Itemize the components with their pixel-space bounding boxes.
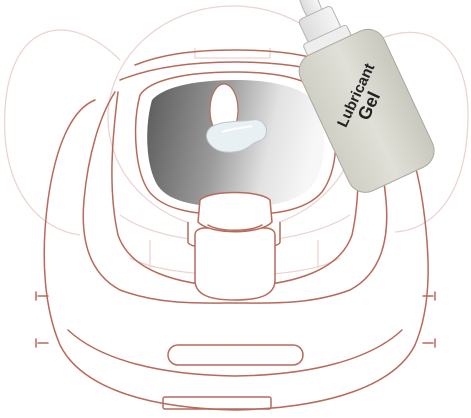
- front-plunger: [188, 193, 280, 301]
